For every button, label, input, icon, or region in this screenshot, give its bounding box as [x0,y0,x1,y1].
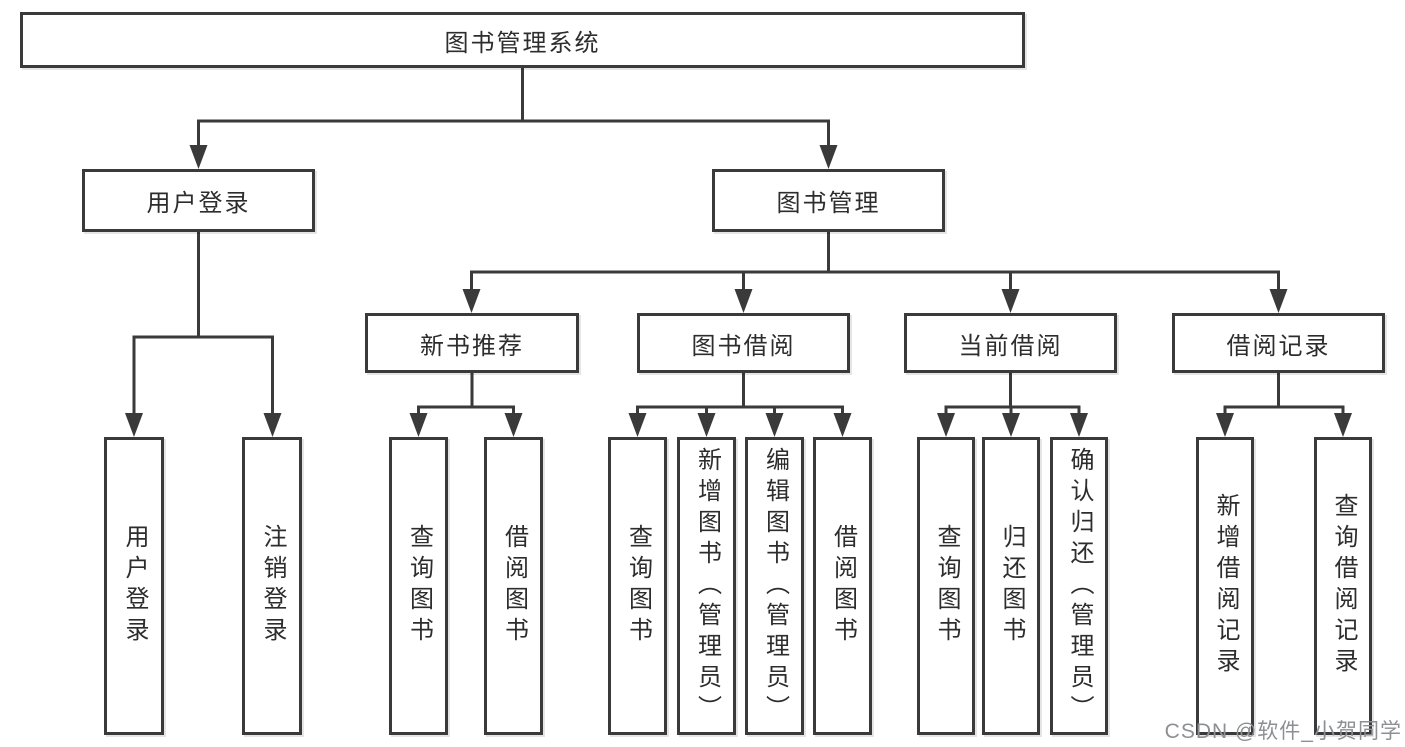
node-label: 当前借阅 [958,332,1063,360]
node-label: 新增借阅记录 [1212,493,1239,679]
csdn-watermark: CSDN @软件_小贺同学 [1164,720,1402,743]
leaf-query-books-current: 查询图书 [917,437,975,735]
node-label: 图书管理系统 [444,29,601,57]
leaf-confirm-return-admin: 确认归还（管理员） [1050,437,1108,735]
node-label: 查询图书 [405,524,433,648]
leaf-edit-books-admin: 编辑图书（管理员） [745,437,804,735]
leaf-borrow-books-recommend: 借阅图书 [484,437,543,735]
node-label: 借阅图书 [500,524,528,648]
node-label: 图书管理 [776,190,881,217]
node-label: 查询图书 [624,524,652,648]
node-label: 借阅图书 [829,524,857,648]
leaf-add-borrow-record: 新增借阅记录 [1196,437,1254,735]
node-label: 新增图书（管理员） [693,446,721,726]
node-label: 图书借阅 [691,332,796,360]
leaf-user-login: 用户登录 [104,437,164,735]
leaf-query-books-borrow: 查询图书 [608,437,667,735]
leaf-logout: 注销登录 [242,437,302,735]
node-user-login: 用户登录 [82,169,315,232]
node-label: 借阅记录 [1226,332,1331,360]
leaf-query-books-recommend: 查询图书 [389,437,448,735]
node-label: 确认归还（管理员） [1066,446,1093,726]
node-book-borrowing: 图书借阅 [637,313,850,373]
leaf-query-borrow-record: 查询借阅记录 [1314,437,1372,735]
node-label: 用户登录 [121,524,148,648]
leaf-return-books: 归还图书 [982,437,1040,735]
node-label: 查询借阅记录 [1330,493,1357,679]
node-new-book-recommendation: 新书推荐 [365,313,579,373]
node-borrowing-records: 借阅记录 [1172,313,1385,373]
node-label: 归还图书 [998,524,1025,648]
node-current-borrowing: 当前借阅 [904,313,1117,373]
node-library-management-system: 图书管理系统 [20,12,1025,68]
leaf-borrow-books: 借阅图书 [813,437,872,735]
node-label: 用户登录 [146,190,251,217]
node-book-management: 图书管理 [712,169,945,232]
node-label: 新书推荐 [420,332,524,360]
node-label: 查询图书 [933,524,960,648]
leaf-add-books-admin: 新增图书（管理员） [677,437,736,735]
node-label: 编辑图书（管理员） [761,446,789,726]
node-label: 注销登录 [259,524,286,648]
